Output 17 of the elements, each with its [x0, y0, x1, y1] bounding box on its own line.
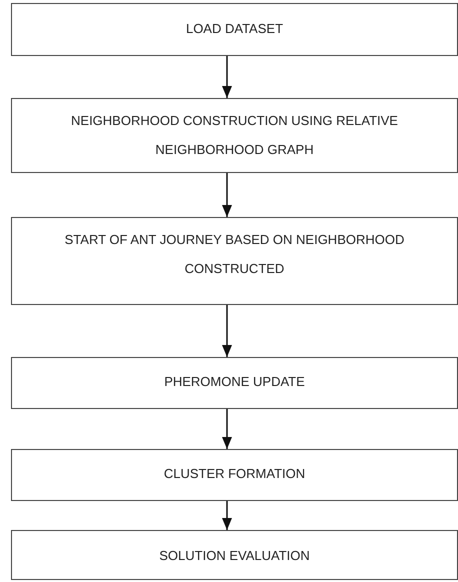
- arrow: [222, 501, 232, 530]
- process-box: [11, 530, 458, 580]
- process-box: [11, 449, 458, 501]
- process-box: [11, 98, 458, 173]
- arrow: [222, 305, 232, 357]
- process-box: [11, 3, 458, 56]
- process-box: [11, 217, 458, 305]
- step-text: START OF ANT JOURNEY BASED ON NEIGHBORHOOD CONSTRUCTED: [64, 231, 406, 278]
- arrow: [222, 409, 232, 449]
- step-text: SOLUTION EVALUATION: [158, 547, 311, 565]
- step-text: PHEROMONE UPDATE: [163, 373, 306, 391]
- step-text: CLUSTER FORMATION: [162, 465, 306, 483]
- arrow: [222, 173, 232, 217]
- step-text: NEIGHBORHOOD CONSTRUCTION USING RELATIVE NEIGHBORHOOD GRAPH: [70, 112, 399, 159]
- process-box: [11, 357, 458, 409]
- step-text: LOAD DATASET: [184, 20, 284, 38]
- arrow: [222, 56, 232, 98]
